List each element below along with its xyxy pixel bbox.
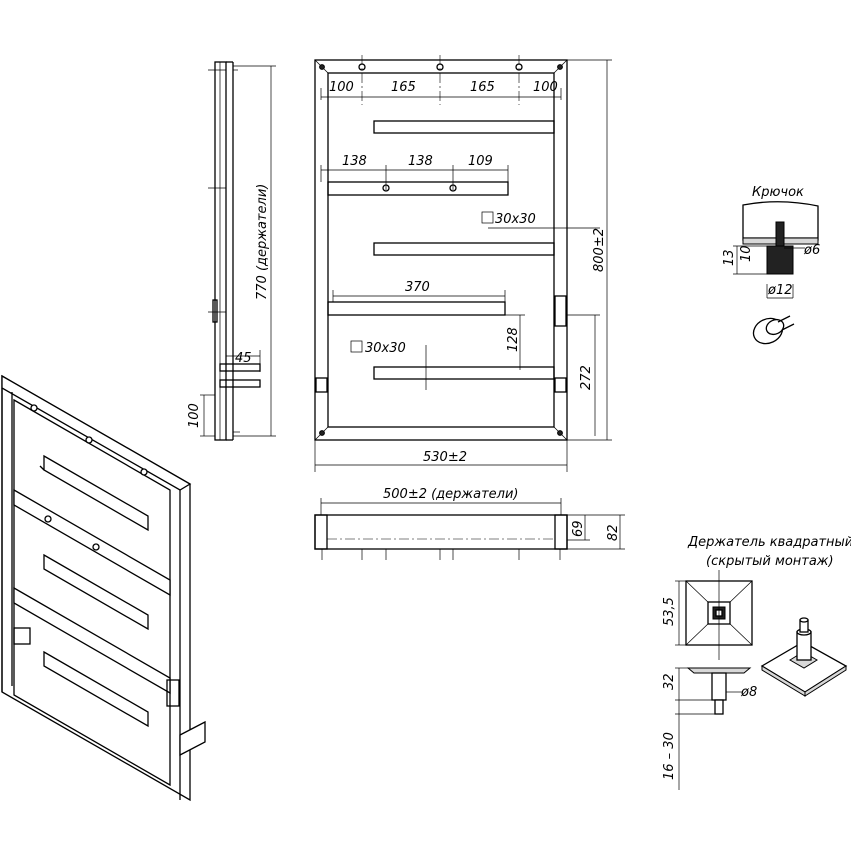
dim-800: 800±2 [592,228,607,272]
holder-dim-16-30: 16 – 30 [662,732,677,780]
dim-82: 82 [606,524,621,541]
holder-title-1: Держатель квадратный [687,535,851,550]
dim-69: 69 [571,520,586,537]
dim-30x30-bottom: 30x30 [365,341,406,356]
dim-138-a: 138 [342,154,367,169]
side-view: 45 770 (держатели) 100 [187,61,276,441]
dim-530: 530±2 [423,450,467,465]
front-view: 100 165 165 100 138 138 109 30x30 370 12 [314,55,612,472]
dim-109: 109 [468,154,493,169]
holder-detail: Держатель квадратный (скрытый монтаж) 53… [662,535,851,790]
dim-100-left: 100 [329,80,354,95]
hook-detail: Крючок 13 10 ø6 ø12 [722,185,820,345]
hook-dim-6: ø6 [803,243,820,258]
holder-dim-53-5: 53,5 [662,597,677,626]
dim-45: 45 [235,351,252,366]
dim-128: 128 [506,327,521,352]
holder-title-2: (скрытый монтаж) [706,554,834,569]
top-view: 500±2 (держатели) 69 82 [314,487,625,560]
dim-165-a: 165 [391,80,416,95]
dim-100-right: 100 [533,80,558,95]
holder-dim-8: ø8 [740,685,757,700]
holder-dim-32: 32 [662,673,677,690]
hook-dim-10: 10 [739,245,754,262]
dim-770: 770 (держатели) [255,184,270,300]
dim-370: 370 [405,280,430,295]
dim-165-b: 165 [470,80,495,95]
dim-30x30-top: 30x30 [495,212,536,227]
hook-dim-12: ø12 [767,283,793,298]
dim-100-side: 100 [187,403,202,428]
hook-title: Крючок [752,185,804,200]
dim-272: 272 [579,365,594,390]
hook-dim-13: 13 [722,249,737,266]
dim-500: 500±2 (держатели) [383,487,519,502]
dim-138-b: 138 [408,154,433,169]
isometric-view [1,374,206,802]
